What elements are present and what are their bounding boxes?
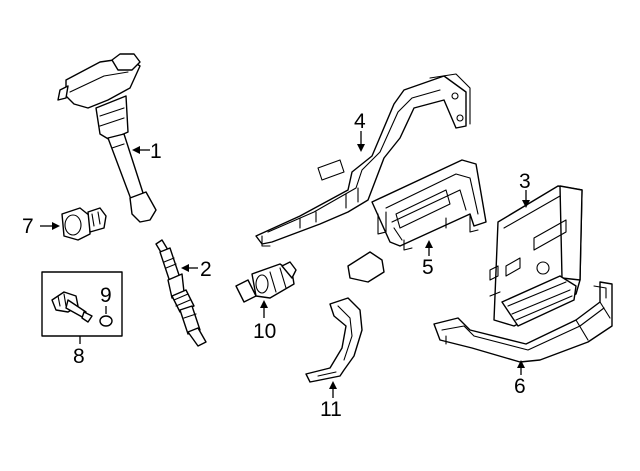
callout-4[interactable]: 4 (354, 110, 366, 133)
callout-10[interactable]: 10 (253, 320, 276, 343)
o-ring-part-9[interactable] (99, 315, 113, 327)
leaders (40, 131, 530, 398)
ignition-coil-part-1[interactable] (57, 53, 157, 223)
sensor-part-10[interactable] (235, 261, 297, 303)
bracket-part-4[interactable] (255, 73, 471, 247)
spark-plug-part-2[interactable] (155, 239, 207, 347)
callout-1[interactable]: 1 (150, 140, 162, 163)
callout-7[interactable]: 7 (22, 215, 34, 238)
knock-sensor-part-7[interactable] (61, 207, 107, 241)
callout-2[interactable]: 2 (200, 258, 212, 281)
callout-5[interactable]: 5 (422, 256, 434, 279)
callout-6[interactable]: 6 (514, 375, 526, 398)
callout-labels: 1 2 3 4 5 6 7 8 9 10 11 (22, 110, 531, 421)
small-bracket-part-11[interactable] (305, 297, 363, 383)
callout-11[interactable]: 11 (320, 398, 342, 421)
callout-9[interactable]: 9 (100, 284, 112, 307)
callout-3[interactable]: 3 (519, 170, 531, 193)
callout-8[interactable]: 8 (73, 345, 85, 368)
ecm-bracket-part-5[interactable] (347, 159, 487, 283)
engine-control-module-part-3[interactable] (489, 185, 583, 327)
long-bracket-part-6[interactable] (433, 281, 613, 363)
